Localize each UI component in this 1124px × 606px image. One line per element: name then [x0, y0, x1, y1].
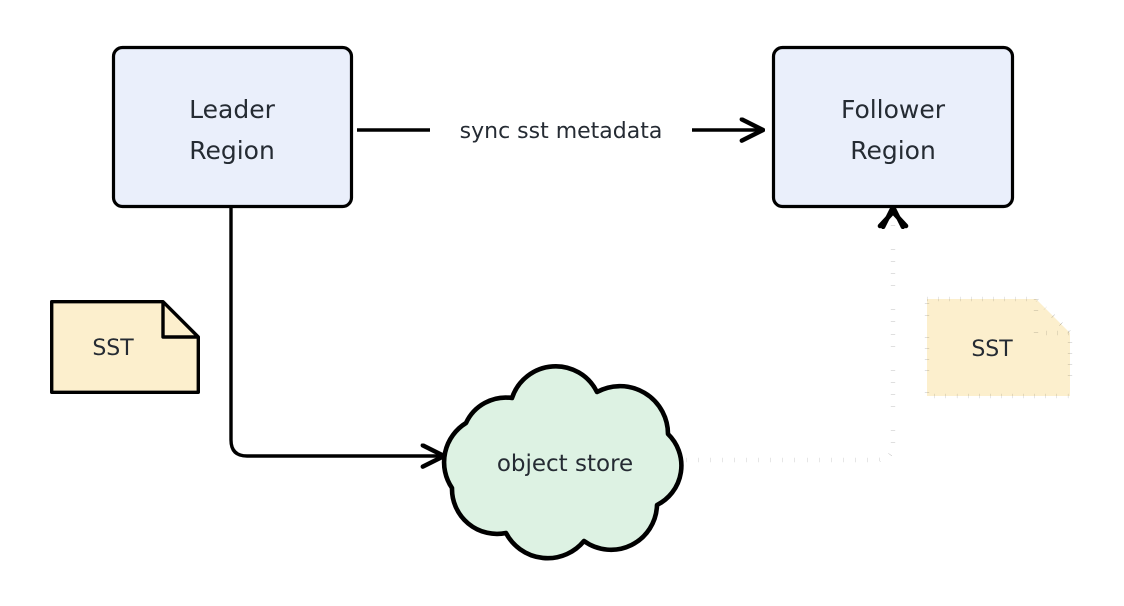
sst-leader-label: SST [92, 336, 134, 361]
fetch-sst-arrowhead [877, 209, 909, 229]
edge-fetch-sst [686, 208, 909, 463]
leader-region-label-line2: Region [189, 136, 275, 165]
node-object-store[interactable]: object store [441, 364, 684, 561]
sst-leader-fold-corner-icon [161, 301, 199, 339]
leader-region-box[interactable] [111, 45, 354, 209]
node-follower-region[interactable]: Follower Region [771, 45, 1015, 209]
edge-upload-sst [229, 207, 443, 456]
sst-follower-label: SST [971, 337, 1013, 362]
node-sst-leader[interactable]: SST [50, 300, 200, 394]
sync-metadata-label: sync sst metadata [460, 119, 663, 144]
follower-region-label-line1: Follower [841, 95, 946, 124]
edge-sync-metadata: sync sst metadata [357, 119, 762, 144]
object-store-label: object store [497, 451, 633, 477]
object-store-cloud-shape[interactable] [441, 364, 684, 561]
node-sst-follower[interactable]: SST [924, 296, 1073, 399]
node-leader-region[interactable]: Leader Region [111, 45, 354, 209]
upload-sst-connector [229, 207, 443, 456]
sst-follower-note-shape[interactable] [924, 296, 1073, 399]
fetch-sst-connector-dots [686, 219, 896, 463]
follower-region-label-line2: Region [850, 136, 936, 165]
leader-region-label-line1: Leader [189, 95, 275, 124]
follower-region-box[interactable] [771, 45, 1015, 209]
